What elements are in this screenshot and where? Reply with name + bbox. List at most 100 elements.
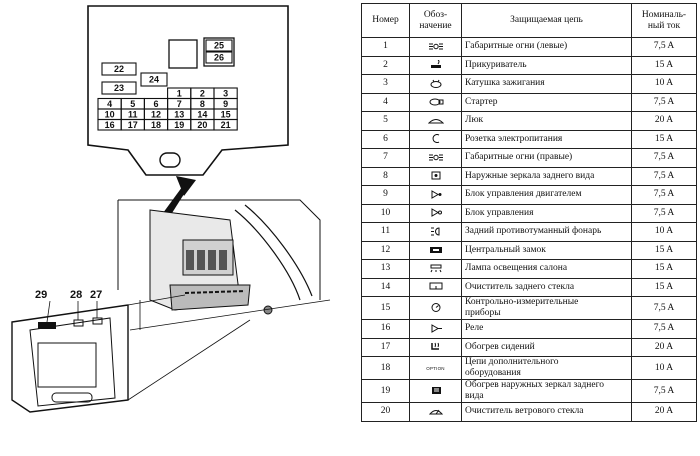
- circuit-cell: Блок управления: [461, 203, 632, 223]
- circuit-cell: Блок управления двигателем: [461, 185, 632, 205]
- fuse-number-label: 23: [114, 83, 124, 93]
- fuse-number-cell: 20: [361, 402, 410, 422]
- fuse-slot: [101, 81, 137, 95]
- fuse-slot: [101, 62, 137, 76]
- rated-current-cell: 15 A: [631, 129, 697, 149]
- symbol-cell: [409, 203, 462, 223]
- instruments-icon: [431, 302, 440, 312]
- symbol-cell: [409, 277, 462, 297]
- circuit-cell: Центральный замок: [461, 240, 632, 260]
- fuse-number-cell: 12: [361, 240, 410, 260]
- fuse-number-label: 8: [200, 99, 205, 109]
- header-symbol: Обоз- начение: [409, 3, 462, 38]
- fuse-number-label: 15: [221, 109, 231, 119]
- outside-mirrors-icon: [431, 171, 440, 180]
- symbol-cell: [409, 379, 462, 403]
- circuit-cell: Очиститель заднего стекла: [461, 277, 632, 297]
- cigarette-lighter-icon: [430, 60, 441, 69]
- fuse-number-label: 21: [221, 120, 231, 130]
- rated-current-cell: 7,5 A: [631, 92, 697, 112]
- fuse-number-cell: 9: [361, 185, 410, 205]
- fuse-slot: [213, 118, 238, 131]
- symbol-cell: [409, 74, 462, 94]
- rated-current-cell: 15 A: [631, 55, 697, 75]
- sunroof-icon: [427, 118, 444, 124]
- fuse-slot: [140, 72, 168, 87]
- fuse-number-label: 5: [130, 99, 135, 109]
- fuse-number-label: 10: [105, 109, 115, 119]
- circuit-cell: Катушка зажигания: [461, 74, 632, 94]
- rated-current-cell: 7,5 A: [631, 319, 697, 339]
- symbol-cell: [409, 319, 462, 339]
- fuse-number-label: 25: [214, 41, 224, 51]
- fuse-number-label: 4: [107, 99, 112, 109]
- callout-27: 27: [90, 289, 102, 301]
- fuse-number-label: 6: [153, 99, 158, 109]
- fuse-number-cell: 2: [361, 55, 410, 75]
- symbol-cell: [409, 55, 462, 75]
- fuse-number-cell: 19: [361, 379, 410, 403]
- symbol-cell: [409, 296, 462, 320]
- circuit-cell: Наружные зеркала заднего вида: [461, 166, 632, 186]
- fuse-number-label: 18: [151, 120, 161, 130]
- fuse-number-cell: 13: [361, 259, 410, 279]
- fuse-number-cell: 7: [361, 148, 410, 168]
- parking-lights-icon: [428, 154, 443, 161]
- circuit-cell: Очиститель ветрового стекла: [461, 402, 632, 422]
- fuse-number-label: 19: [174, 120, 184, 130]
- rated-current-cell: 7,5 A: [631, 37, 697, 57]
- fuse-number-label: 11: [128, 109, 138, 119]
- circuit-cell: Лампа освещения салона: [461, 259, 632, 279]
- circuit-cell: Розетка электропитания: [461, 129, 632, 149]
- parking-lights-icon: [428, 43, 443, 50]
- rear-wiper-icon: [429, 282, 442, 290]
- starter-icon: [429, 98, 443, 106]
- symbol-cell: OPTION: [409, 356, 462, 380]
- rated-current-cell: 7,5 A: [631, 296, 697, 320]
- fuse-number-cell: 6: [361, 129, 410, 149]
- fuse-number-cell: 15: [361, 296, 410, 320]
- rated-current-cell: 20 A: [631, 337, 697, 357]
- symbol-cell: [409, 166, 462, 186]
- fuse-number-cell: 11: [361, 222, 410, 242]
- central-lock-icon: [429, 247, 442, 254]
- fuse-number-label: 13: [174, 109, 184, 119]
- fuse-number-label: 3: [223, 88, 228, 98]
- circuit-cell: Габаритные огни (правые): [461, 148, 632, 168]
- header-number: Номер: [361, 3, 410, 38]
- rated-current-cell: 15 A: [631, 277, 697, 297]
- fuse-slot: [205, 51, 233, 64]
- header-current: Номиналь- ный ток: [631, 3, 697, 38]
- lower-fuse-panel-inset: 29 28 27: [11, 289, 129, 413]
- fuse-number-label: 12: [151, 109, 161, 119]
- fuse-number-cell: 4: [361, 92, 410, 112]
- rated-current-cell: 7,5 A: [631, 203, 697, 223]
- symbol-cell: [409, 111, 462, 131]
- power-outlet-icon: [432, 134, 439, 144]
- circuit-cell: Габаритные огни (левые): [461, 37, 632, 57]
- symbol-cell: [409, 222, 462, 242]
- fuse-number-label: 24: [149, 75, 159, 85]
- table-header-row: Номер Обоз- начение Защищаемая цепь Номи…: [361, 3, 697, 38]
- callout-28: 28: [70, 289, 82, 301]
- fuse-number-cell: 17: [361, 337, 410, 357]
- symbol-cell: [409, 337, 462, 357]
- control-unit-icon: [431, 208, 442, 217]
- fuse-number-cell: 16: [361, 319, 410, 339]
- header-circuit: Защищаемая цепь: [461, 3, 632, 38]
- circuit-cell: Контрольно-измерительные приборы: [461, 296, 632, 320]
- fuse-number-cell: 8: [361, 166, 410, 186]
- fuse-number-label: 1: [177, 88, 182, 98]
- dome-lamp-icon: [430, 264, 441, 272]
- mirror-heater-icon: [431, 386, 441, 394]
